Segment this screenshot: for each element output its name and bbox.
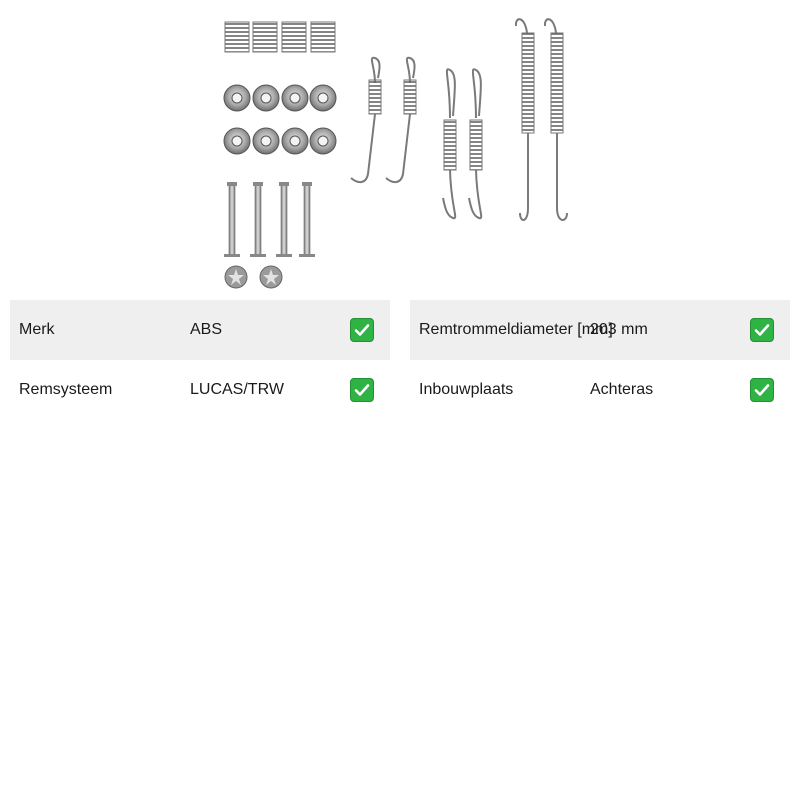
star-washer-group [224,265,283,289]
spec-row-remsysteem: Remsysteem LUCAS/TRW [10,360,390,420]
check-icon [750,318,774,342]
spec-row-inbouwplaats: Inbouwplaats Achteras [410,360,790,420]
check-icon [350,378,374,402]
brake-kit-illustration [223,18,568,289]
check-icon [750,378,774,402]
spec-label: Inbouwplaats [419,381,514,398]
spec-label: Merk [19,321,55,338]
spec-row-remtrommeldiameter: Remtrommeldiameter [mm] 203 mm [410,300,790,360]
spec-value: Achteras [590,381,654,398]
spec-value: LUCAS/TRW [190,381,284,398]
product-image [215,8,585,292]
spec-label: Remsysteem [19,381,113,398]
spec-value: ABS [190,321,223,338]
spec-table-left: Merk ABS Remsysteem LUCAS/TRW [10,300,390,420]
return-spring-group [350,18,568,221]
spec-row-merk: Merk ABS [10,300,390,360]
spec-label: Remtrommeldiameter [mm] [419,321,613,338]
compression-spring-group [224,21,336,53]
check-icon [350,318,374,342]
spec-table-right: Remtrommeldiameter [mm] 203 mm Inbouwpla… [410,300,790,420]
spec-value: 203 mm [590,321,648,338]
spring-cup-group [223,84,337,155]
hold-down-pin-group [224,182,315,257]
